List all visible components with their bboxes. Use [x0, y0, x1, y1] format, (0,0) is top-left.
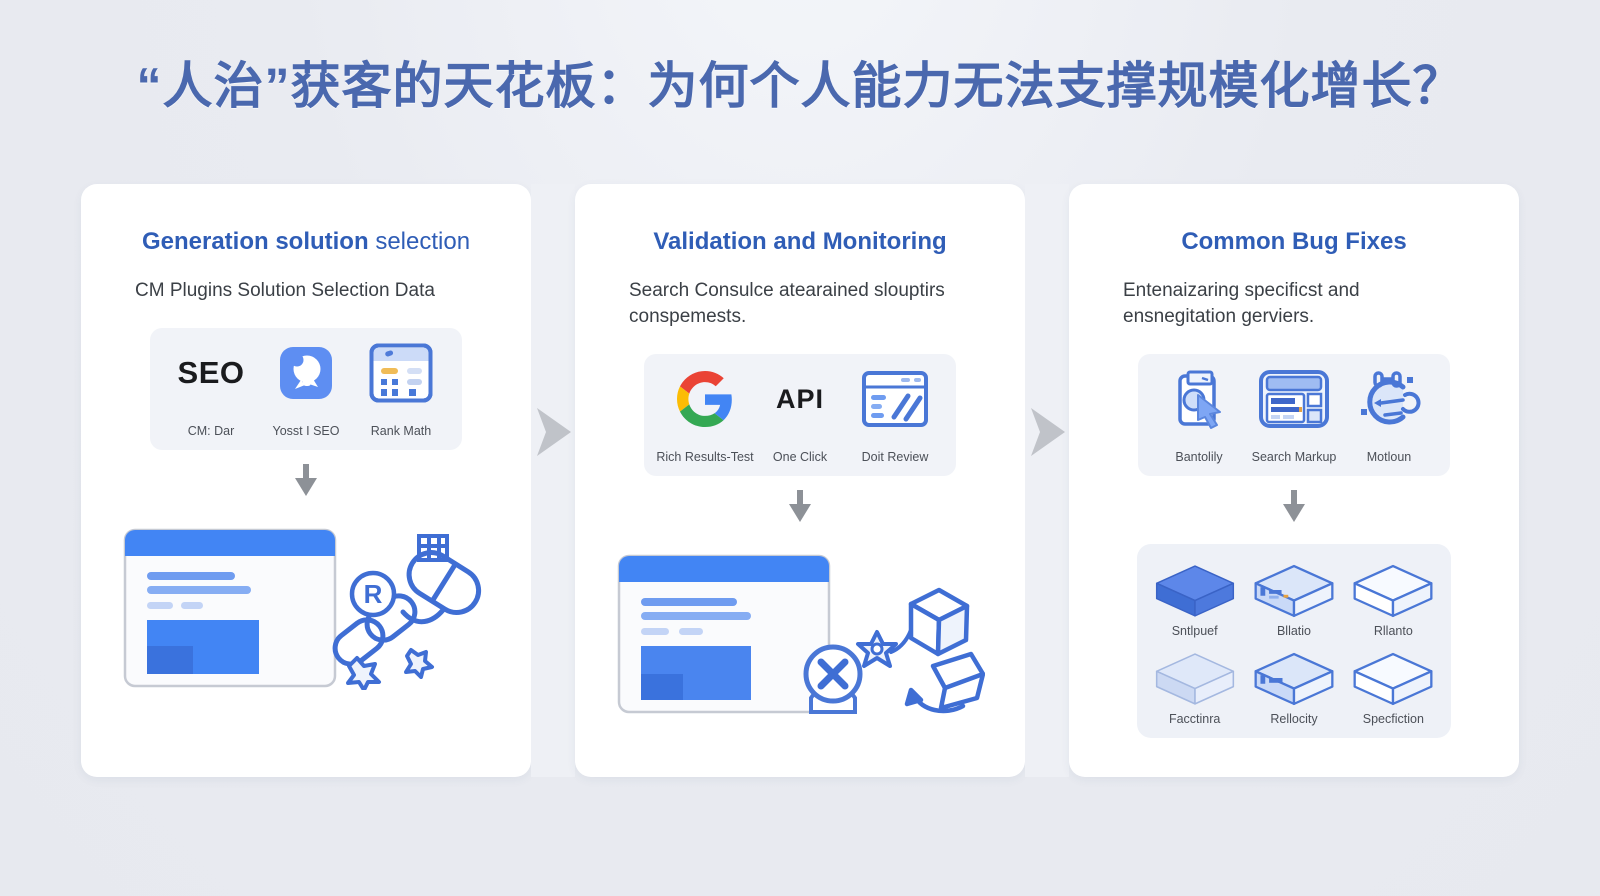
chevron-right-icon: [1031, 408, 1065, 456]
tool-one-click: API One Click: [753, 366, 847, 466]
tool-label: Doit Review: [861, 450, 929, 464]
detail-box-icon: [1254, 564, 1334, 618]
card-generation-solution: Generation solution selection CM Plugins…: [81, 184, 531, 777]
rank-math-panel-icon: [369, 340, 433, 406]
tool-label: Search Markup: [1251, 450, 1337, 464]
module-item: Specfiction: [1344, 648, 1443, 726]
card-title: Validation and Monitoring: [653, 228, 946, 256]
module-item: Bllatio: [1244, 560, 1343, 638]
card-title-bold: Validation and Monitoring: [653, 228, 947, 255]
card-title: Generation solution selection: [142, 228, 470, 256]
tool-tray: Bantolily: [1138, 354, 1450, 476]
clipboard-cursor-icon: [1168, 366, 1230, 432]
api-wordmark-icon: API: [776, 366, 824, 432]
tool-rich-results-test: Rich Results-Test: [656, 366, 754, 466]
card-subtitle: Entenaizaring specificst and ensnegitati…: [1123, 280, 1360, 327]
tool-label: CM: Dar: [187, 424, 235, 438]
webpage-error-illustration: [615, 548, 986, 721]
tool-cm-dar: SEO CM: Dar: [164, 340, 258, 440]
tool-tray: SEO CM: Dar Y: [150, 328, 462, 450]
down-arrow: [785, 490, 815, 526]
browser-layout-icon: [1258, 366, 1330, 432]
down-arrow: [291, 464, 321, 500]
module-label: Rellocity: [1270, 712, 1318, 726]
review-panel-icon: [861, 366, 929, 432]
solid-box-icon: [1155, 565, 1234, 617]
workflow-board: Generation solution selection CM Plugins…: [0, 184, 1600, 777]
tool-motloun: Motloun: [1342, 366, 1436, 466]
card-common-bug-fixes: Common Bug Fixes Entenaizaring specifics…: [1069, 184, 1519, 777]
link-badge-letter: R: [364, 579, 383, 609]
tool-label: Yosst I SEO: [272, 424, 340, 438]
card-subtitle: Search Consulce atearained slouptirs con…: [629, 280, 945, 327]
api-wordmark-text: API: [775, 383, 824, 414]
seo-wordmark-text: SEO: [177, 355, 245, 390]
tool-tray: Rich Results-Test API One Click: [644, 354, 956, 476]
step-connector: [531, 184, 575, 777]
seo-wordmark-icon: SEO: [178, 340, 245, 406]
module-item: Rllanto: [1344, 560, 1443, 638]
webpage-broken-link-illustration: R: [121, 522, 491, 695]
fix-modules-grid: Sntlpuef Bllatio: [1137, 544, 1451, 738]
tool-doit-review: Doit Review: [848, 366, 942, 466]
step-connector: [1025, 184, 1069, 777]
tool-label: One Click: [772, 450, 828, 464]
google-g-icon: [677, 366, 733, 432]
tool-label: Motloun: [1366, 450, 1412, 464]
light-box-icon: [1155, 653, 1234, 705]
module-label: Bllatio: [1276, 624, 1312, 638]
motion-loop-icon: [1357, 366, 1421, 432]
outline-box-icon: [1353, 652, 1433, 706]
card-title-bold: Common Bug Fixes: [1181, 228, 1407, 255]
module-label: Facctinra: [1168, 712, 1221, 726]
card-title-regular: selection: [375, 228, 471, 255]
detail-box-icon: [1254, 652, 1334, 706]
module-item: Rellocity: [1244, 648, 1343, 726]
outline-box-icon: [1353, 564, 1433, 618]
tool-label: Rich Results-Test: [656, 450, 754, 464]
tool-search-markup: Search Markup: [1247, 366, 1341, 466]
module-label: Specfiction: [1362, 712, 1424, 726]
tool-yoast-seo: Yosst I SEO: [259, 340, 353, 440]
down-arrow: [1279, 490, 1309, 526]
module-label: Sntlpuef: [1171, 624, 1218, 638]
chevron-right-icon: [537, 408, 571, 456]
card-validation-monitoring: Validation and Monitoring Search Consulc…: [575, 184, 1025, 777]
module-item: Facctinra: [1145, 648, 1244, 726]
page-title: “人治”获客的天花板：为何个人能力无法支撑规模化增长？: [136, 58, 1464, 114]
card-title: Common Bug Fixes: [1181, 228, 1406, 256]
card-subtitle: CM Plugins Solution Selection Data: [135, 280, 435, 301]
module-label: Rllanto: [1373, 624, 1413, 638]
tool-rank-math: Rank Math: [354, 340, 448, 440]
tool-bantolily: Bantolily: [1152, 366, 1246, 466]
module-item: Sntlpuef: [1145, 560, 1244, 638]
card-title-bold: Generation solution: [141, 228, 369, 255]
yoast-app-icon: [277, 340, 335, 406]
tool-label: Bantolily: [1175, 450, 1223, 464]
tool-label: Rank Math: [370, 424, 432, 438]
